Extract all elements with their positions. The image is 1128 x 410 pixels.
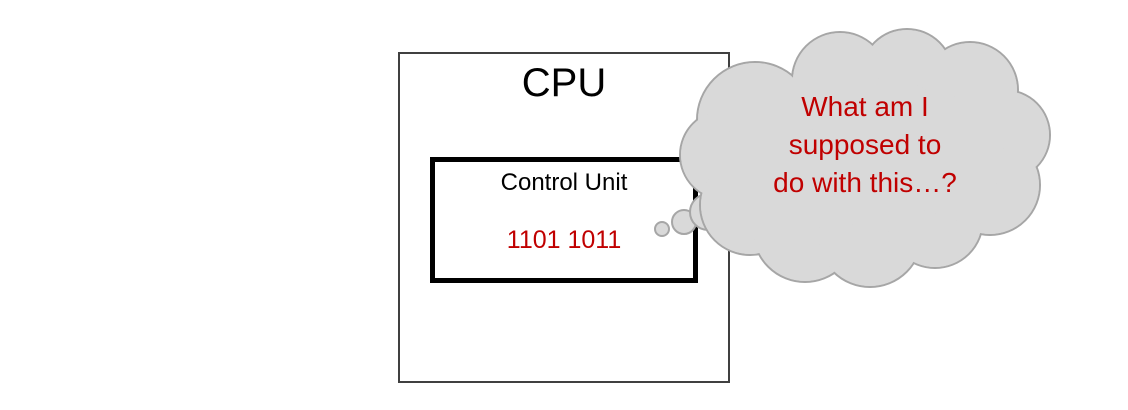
cpu-label: CPU (521, 61, 607, 105)
thought-line-1: What am I (801, 91, 929, 122)
thought-line-2: supposed to (788, 129, 942, 160)
control-unit-label: Control Unit (500, 169, 628, 196)
control-unit-binary-value: 1101 1011 (506, 226, 622, 254)
thought-line-3: do with this…? (773, 167, 957, 198)
control-unit-box (430, 157, 698, 283)
thought-bubble-cloud-icon (654, 28, 1051, 288)
thought-tail-bubble-small (654, 221, 670, 237)
thought-bubble-text: What am I supposed to do with this…? (740, 88, 990, 202)
thought-bubble (645, 25, 1055, 288)
